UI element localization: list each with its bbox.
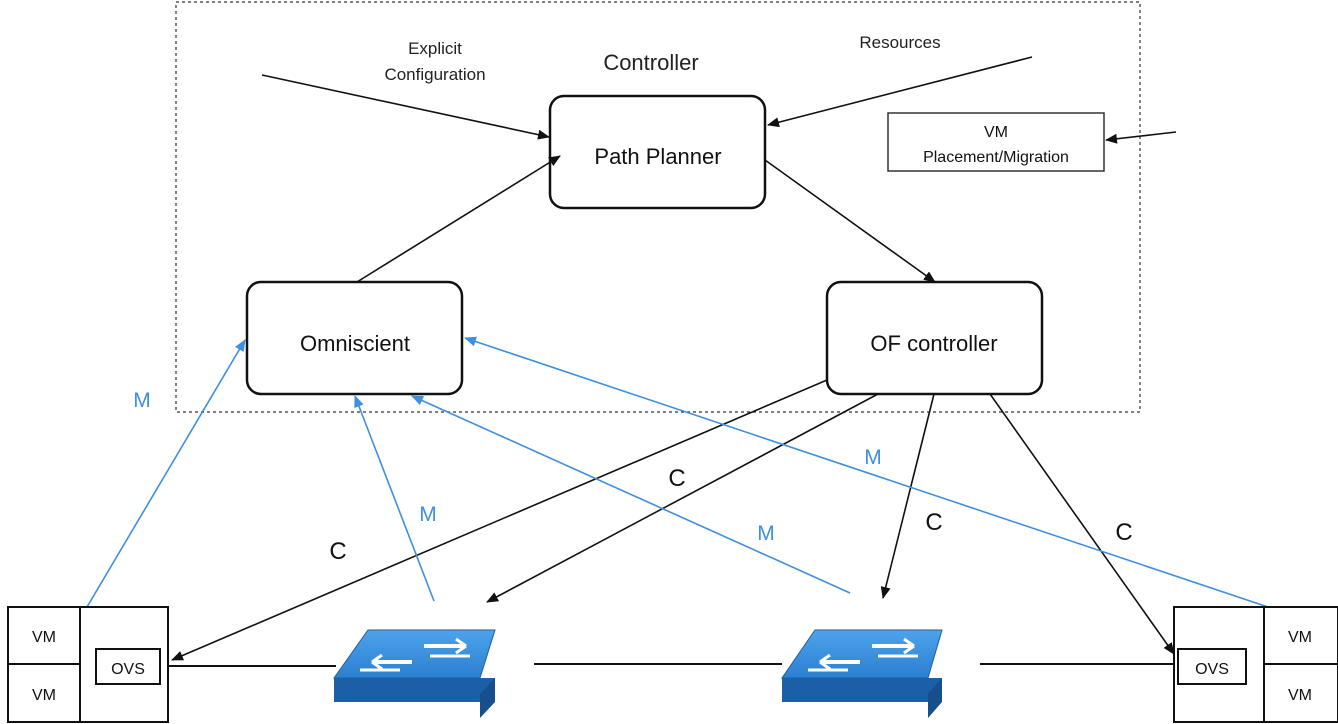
m-label-switch2: M — [757, 522, 775, 545]
m-arrow-switch1 — [354, 395, 435, 602]
resources-arrow — [767, 56, 1033, 128]
left-host — [7, 606, 169, 723]
explicit-configuration-label-line2: Configuration — [384, 65, 485, 84]
left-ovs-label: OVS — [111, 661, 145, 678]
explicit-configuration-label-line1: Explicit — [408, 39, 462, 58]
right-vm-top-label: VM — [1288, 629, 1312, 646]
c-label-right: C — [1115, 519, 1132, 546]
switch-1-icon — [333, 629, 496, 718]
m-label-switch1: M — [419, 503, 437, 526]
path-planner-box — [548, 94, 767, 210]
left-vm-bottom-label: VM — [32, 687, 56, 704]
m-arrow-left-host — [86, 339, 246, 608]
c-label-left: C — [329, 538, 346, 565]
vm-placement-label-line2: Placement/Migration — [923, 149, 1069, 166]
omniscient-box — [245, 280, 464, 396]
m-arrow-switch2 — [411, 395, 851, 594]
vm-placement-label-line1: VM — [984, 124, 1008, 141]
m-arrow-right-host — [464, 336, 1269, 608]
c-arrow-right-host — [989, 393, 1175, 655]
controller-label: Controller — [603, 50, 698, 75]
m-label-far-left: M — [133, 389, 151, 412]
controller-region — [175, 1, 1141, 413]
switch-2-icon — [781, 629, 943, 718]
of-controller-label: OF controller — [870, 331, 997, 356]
vm-placement-box — [887, 112, 1105, 172]
right-host — [1173, 606, 1338, 723]
c-arrow-left-host — [171, 379, 828, 661]
right-ovs-box — [1177, 648, 1247, 685]
vm-placement-arrow — [1105, 131, 1177, 144]
right-ovs-label: OVS — [1195, 661, 1229, 678]
explicit-config-arrow — [261, 74, 550, 140]
omniscient-label: Omniscient — [300, 331, 410, 356]
c-label-switch2: C — [925, 509, 942, 536]
omniscient-to-planner-arrow — [356, 155, 561, 283]
left-vm-top-label: VM — [32, 629, 56, 646]
resources-label: Resources — [859, 33, 940, 52]
planner-to-of-controller-arrow — [764, 159, 936, 283]
c-arrow-switch1 — [486, 393, 879, 603]
left-ovs-box — [95, 648, 161, 685]
path-planner-label: Path Planner — [594, 144, 721, 169]
c-arrow-switch2 — [880, 393, 935, 599]
c-label-switch1: C — [668, 465, 685, 492]
right-vm-bottom-label: VM — [1288, 687, 1312, 704]
m-label-right: M — [864, 446, 882, 469]
